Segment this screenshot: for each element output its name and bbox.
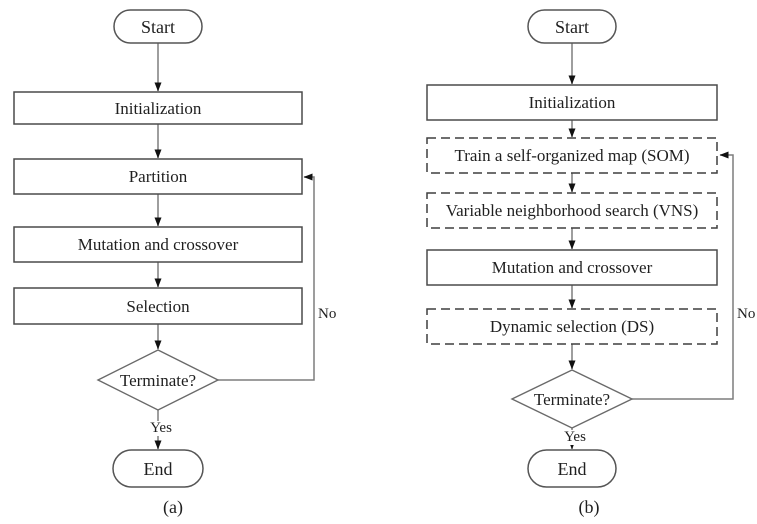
edge-b-no-loop	[632, 151, 734, 400]
node-a-mutation-crossover: Mutation and crossover	[77, 235, 239, 254]
edge-label-a-no: No	[318, 306, 337, 322]
node-a-initialization: Initialization	[114, 98, 202, 118]
node-b-terminate: Terminate?	[533, 389, 611, 409]
shape-b-ds-dashed-box	[426, 308, 718, 345]
shape-b-mutation-box	[426, 249, 718, 286]
shape-a-selection-box	[13, 287, 303, 325]
edge-label-b-yes: Yes	[552, 430, 598, 445]
node-b-end: End	[557, 458, 587, 479]
node-a-partition: Partition	[128, 167, 188, 186]
node-a-selection: Selection	[126, 296, 190, 316]
chart-a-shapes	[13, 9, 303, 488]
node-b-dynamic-selection: Dynamic selection (DS)	[489, 317, 655, 336]
edge-label-b-no: No	[737, 306, 756, 322]
node-b-start: Start	[555, 16, 589, 37]
node-b-initialization: Initialization	[528, 93, 616, 112]
caption-a: (a)	[163, 497, 183, 517]
node-a-start: Start	[141, 16, 175, 37]
edge-label-a-yes: Yes	[138, 421, 184, 436]
shape-b-vns-dashed-box	[426, 192, 718, 229]
node-b-som: Train a self-organized map (SOM)	[454, 146, 690, 165]
edge-a-no-loop	[218, 173, 315, 381]
shape-b-som-dashed-box	[426, 137, 718, 174]
shape-a-mutation-box	[13, 226, 303, 263]
shape-a-end-terminator	[112, 449, 204, 488]
node-b-mutation-crossover: Mutation and crossover	[491, 258, 653, 277]
node-a-terminate: Terminate?	[119, 370, 197, 390]
shape-b-initialization-box	[426, 84, 718, 121]
shape-b-start-terminator	[527, 9, 617, 44]
shape-a-terminate-diamond	[96, 349, 220, 411]
shape-a-start-terminator	[113, 9, 203, 44]
caption-b: (b)	[578, 497, 600, 517]
shape-b-terminate-diamond	[510, 369, 634, 429]
shape-a-partition-box	[13, 158, 303, 195]
node-a-end: End	[143, 458, 173, 479]
chart-b-shapes	[426, 9, 718, 488]
node-b-vns: Variable neighborhood search (VNS)	[445, 201, 699, 220]
shape-b-end-terminator	[527, 449, 617, 488]
shape-a-initialization-box	[13, 91, 303, 125]
